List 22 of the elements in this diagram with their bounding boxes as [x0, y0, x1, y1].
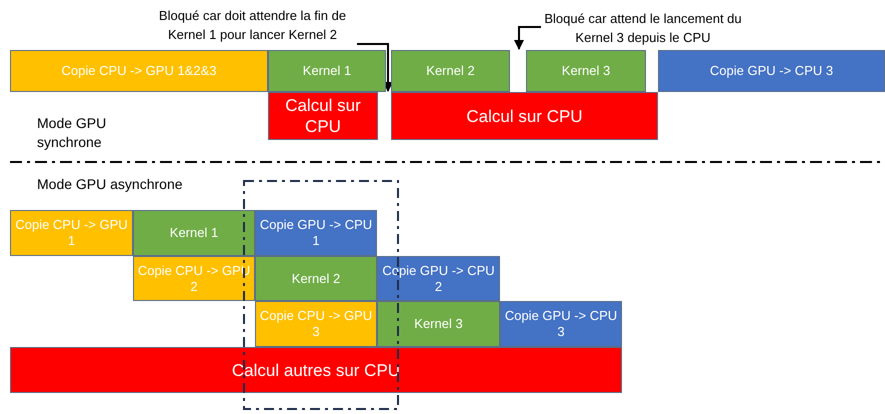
copy-block: Copie CPU -> GPU 3 — [255, 301, 377, 347]
mode-label: Mode GPU asynchrone — [37, 175, 184, 194]
mode-label: Mode GPU synchrone — [37, 114, 108, 152]
cpu-block: Calcul sur CPU — [268, 92, 378, 140]
arrow — [357, 43, 393, 92]
callout-text: Bloqué car doit attendre la fin de Kernel 1 pour lancer Kernel 2 — [150, 6, 355, 44]
copy-block: Copie GPU -> CPU 3 — [500, 301, 622, 347]
kernel-block: Kernel 2 — [255, 256, 377, 301]
copy-block: Copie CPU -> GPU 2 — [133, 256, 255, 301]
copy-block: Copie CPU -> GPU 1 — [10, 210, 133, 256]
kernel-block: Kernel 1 — [268, 50, 386, 92]
callout-text: Bloqué car attend le lancement du Kernel 3 depuis le CPU — [543, 9, 743, 47]
copy-block: Copie CPU -> GPU 1&2&3 — [10, 50, 268, 92]
kernel-block: Kernel 3 — [377, 301, 500, 347]
copy-block: Copie GPU -> CPU 3 — [658, 50, 885, 92]
kernel-block: Kernel 1 — [133, 210, 255, 256]
arrow — [514, 26, 541, 50]
kernel-block: Kernel 2 — [391, 50, 510, 92]
kernel-block: Kernel 3 — [526, 50, 646, 92]
copy-block: Copie GPU -> CPU 1 — [255, 210, 377, 256]
cpu-block: Calcul sur CPU — [391, 92, 658, 140]
copy-block: Copie GPU -> CPU 2 — [377, 256, 500, 301]
